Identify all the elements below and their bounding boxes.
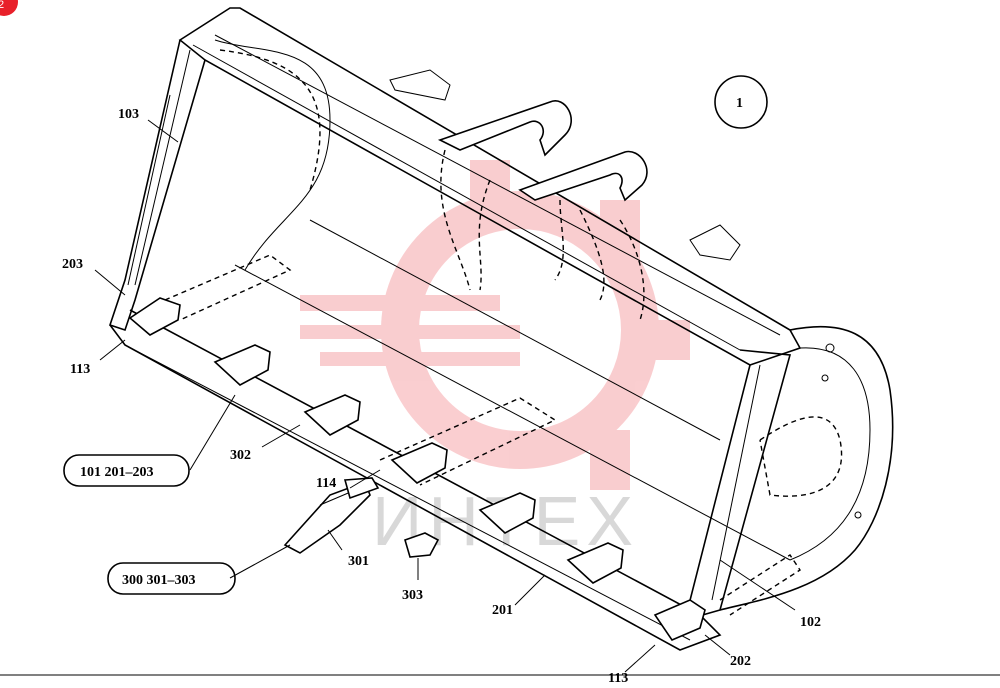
corner-badge: 2 xyxy=(0,0,18,16)
label-113-left: 113 xyxy=(70,362,90,377)
leader-lines xyxy=(94,119,796,673)
label-303: 303 xyxy=(402,588,423,603)
svg-text:101 201–203: 101 201–203 xyxy=(80,465,154,480)
label-203: 203 xyxy=(62,257,83,272)
loose-parts xyxy=(283,477,440,558)
label-114: 114 xyxy=(316,476,336,491)
label-302: 302 xyxy=(230,448,251,463)
label-103: 103 xyxy=(118,107,139,122)
watermark-logo xyxy=(300,160,690,490)
group-label-300: 300 301–303 xyxy=(107,562,236,595)
svg-text:2: 2 xyxy=(0,0,4,11)
label-301: 301 xyxy=(348,554,369,569)
hidden-edges xyxy=(164,254,801,616)
mounting-brackets xyxy=(389,69,741,321)
label-102: 102 xyxy=(800,615,821,630)
label-201: 201 xyxy=(492,603,513,618)
tooth-adapters xyxy=(128,297,706,641)
label-113-bottom: 113 xyxy=(608,671,628,686)
group-label-101: 101 201–203 xyxy=(63,454,190,487)
svg-text:1: 1 xyxy=(736,96,743,111)
label-202: 202 xyxy=(730,654,751,669)
svg-text:300 301–303: 300 301–303 xyxy=(122,573,196,588)
assembly-circle-label: 1 xyxy=(714,75,768,129)
